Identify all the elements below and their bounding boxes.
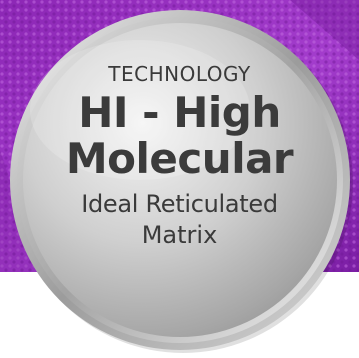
badge-text-block: TECHNOLOGY HI - High Molecular Ideal Ret… [40,60,319,250]
diagonal-streak [230,0,359,60]
badge-kicker: TECHNOLOGY [108,62,251,86]
medal-sheen [30,40,250,180]
badge-subtitle-line-1: Ideal Reticulated [81,190,278,218]
medal-face [23,23,337,337]
badge-title-line-2: Molecular [65,134,294,183]
badge-subtitle-line-2: Matrix [141,221,218,249]
badge-title-line-1: HI - High [78,88,281,137]
